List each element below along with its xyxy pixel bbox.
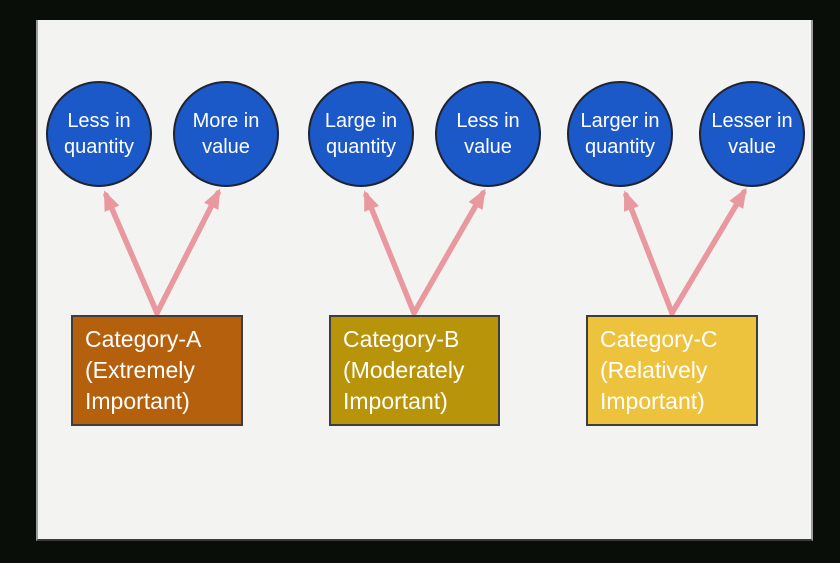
category-a-box: Category-A (Extremely Important): [71, 315, 243, 426]
category-c-box: Category-C (Relatively Important): [586, 315, 758, 426]
node-larger-in-quantity: Larger in quantity: [567, 81, 673, 187]
node-lesser-in-value: Lesser in value: [699, 81, 805, 187]
node-more-in-value: More in value: [173, 81, 279, 187]
category-b-box: Category-B (Moderately Important): [329, 315, 500, 426]
node-large-in-quantity: Large in quantity: [308, 81, 414, 187]
node-less-in-value: Less in value: [435, 81, 541, 187]
diagram-panel: [36, 20, 813, 541]
node-less-in-quantity: Less in quantity: [46, 81, 152, 187]
